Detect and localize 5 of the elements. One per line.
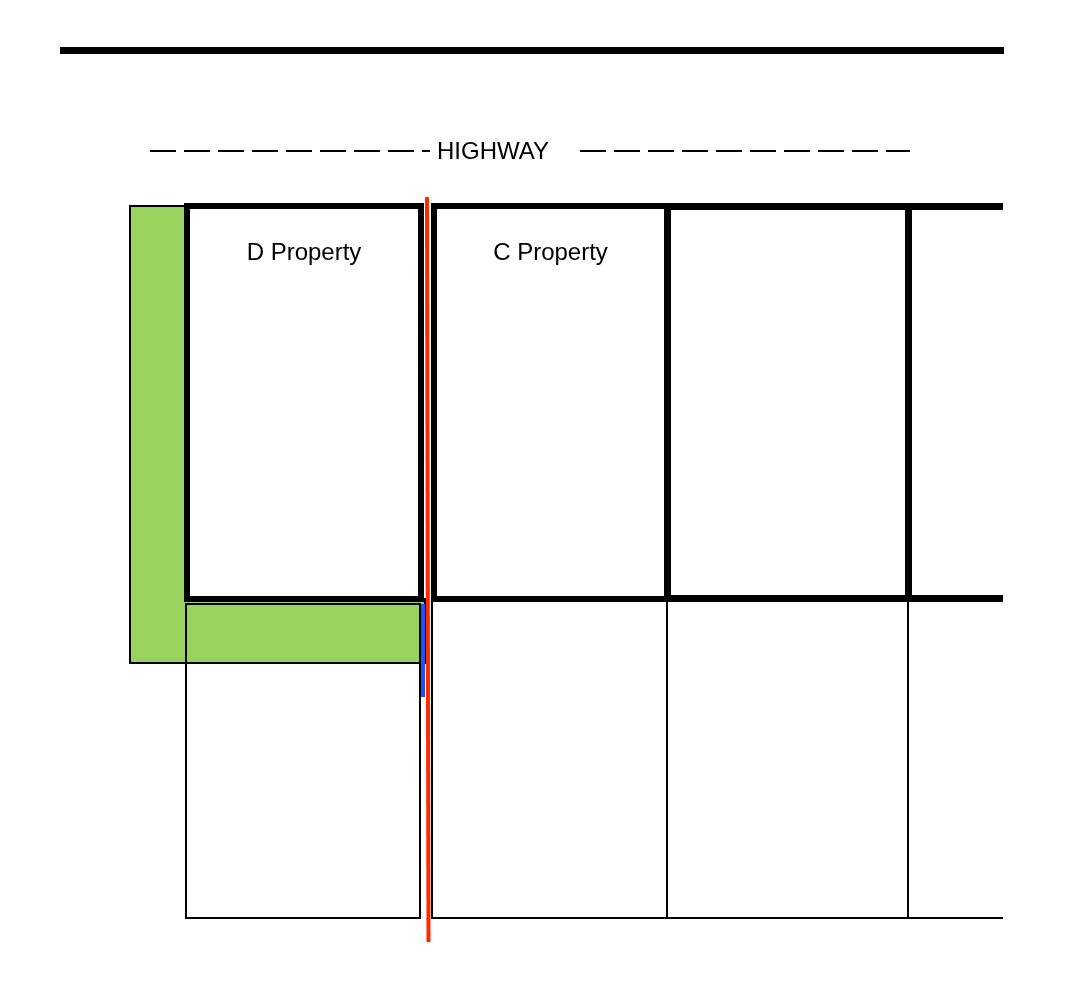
lot-label: C Property: [493, 237, 608, 267]
road-label: HIGHWAY: [437, 139, 549, 163]
empty-lot: [185, 603, 421, 919]
lot-label: D Property: [246, 237, 362, 267]
property-lot: [184, 203, 424, 602]
